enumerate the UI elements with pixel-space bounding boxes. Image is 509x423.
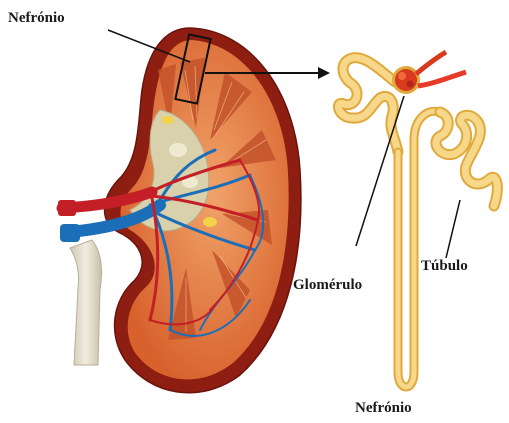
loop-of-henle <box>398 111 440 387</box>
tubulo-pointer-line <box>446 200 460 258</box>
nephron-label-bottom: Nefrónio <box>355 400 412 417</box>
calyx <box>169 143 187 157</box>
tubule-label: Túbulo <box>421 258 468 275</box>
fat-deposit <box>162 116 174 124</box>
afferent-arteriole <box>416 52 446 74</box>
glomerulus <box>392 52 466 94</box>
efferent-arteriole <box>418 72 466 86</box>
fat-deposit <box>203 217 217 227</box>
glomerulus-label: Glomérulo <box>293 277 362 294</box>
ureter <box>70 240 102 365</box>
nephron <box>338 58 497 387</box>
nephron-label-top: Nefrónio <box>8 10 65 27</box>
